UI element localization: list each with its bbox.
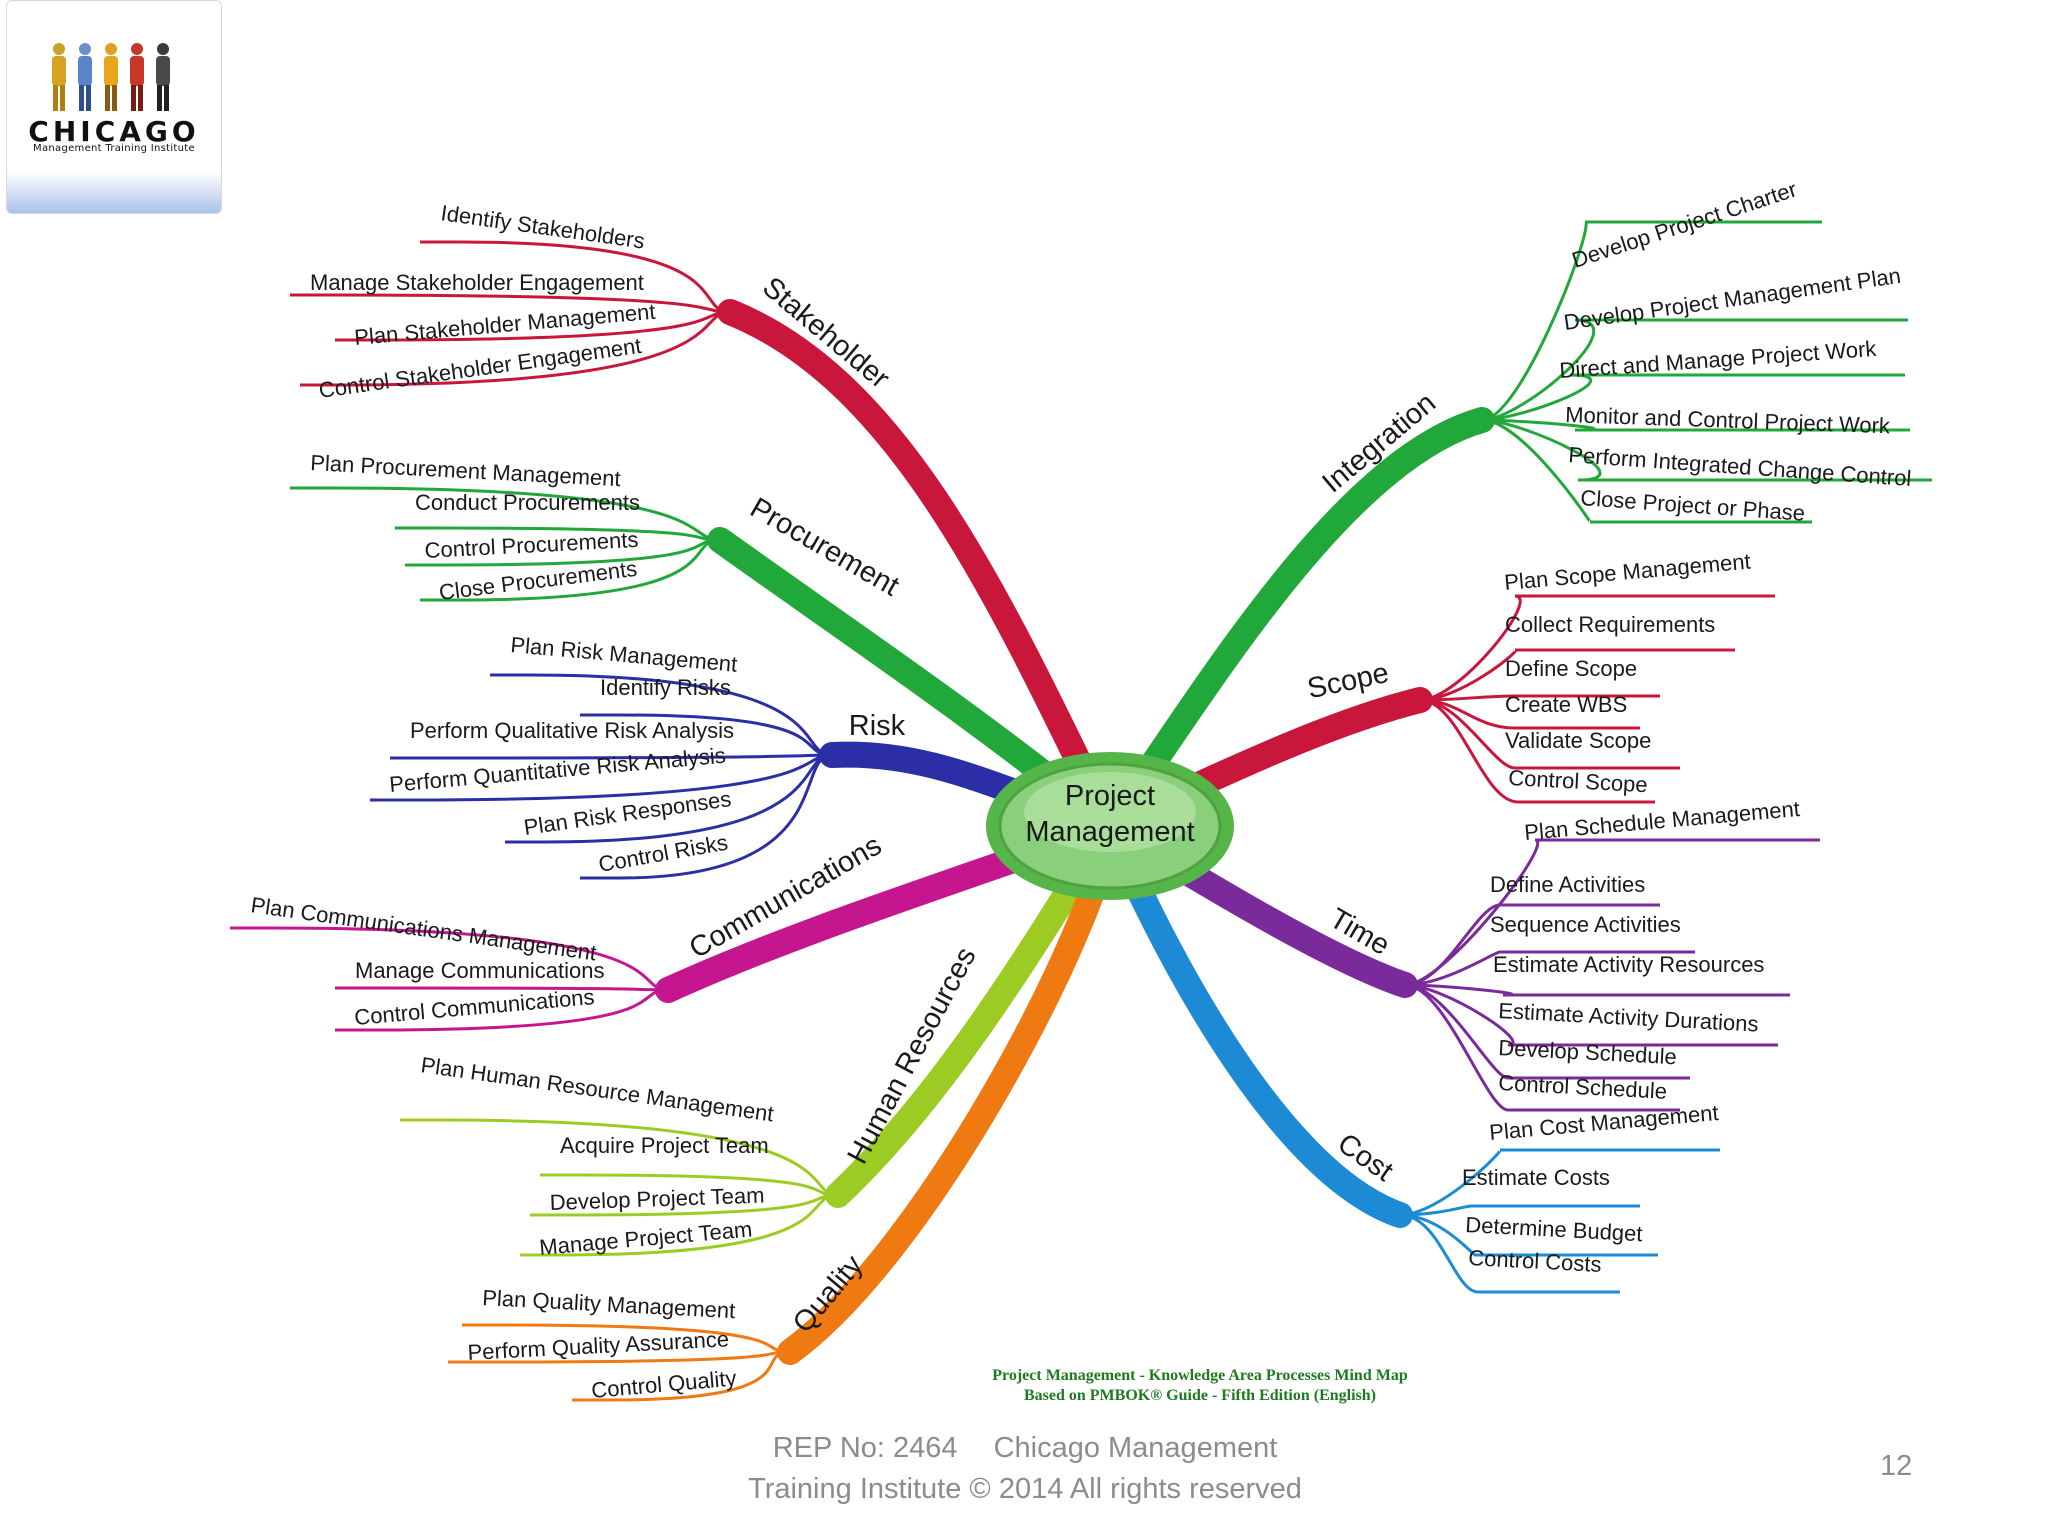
leaf-time-3: Estimate Activity Resources (1493, 952, 1764, 977)
center-node: Project Management (986, 752, 1234, 900)
chicago-logo: CHICAGO Management Training Institute (6, 0, 222, 214)
leaf-line-human_resources-1 (540, 1173, 839, 1197)
leaf-line-integration-0 (1481, 220, 1822, 422)
leaf-integration-4: Perform Integrated Change Control (1568, 442, 1913, 491)
leaf-risk-2: Perform Qualitative Risk Analysis (410, 718, 734, 743)
leaf-scope-2: Define Scope (1505, 656, 1637, 681)
footer-rep-number: REP No: 2464 (772, 1432, 958, 1464)
mind-map-caption: Project Management - Knowledge Area Proc… (992, 1367, 1408, 1404)
center-title-line1: Project (1065, 780, 1155, 812)
leaf-line-stakeholder-3 (300, 310, 731, 387)
leaf-human_resources-2: Develop Project Team (549, 1183, 765, 1215)
leaf-line-integration-2 (1481, 373, 1905, 422)
leaf-line-communications-2 (335, 988, 669, 1032)
leaf-scope-5: Control Scope (1508, 765, 1649, 797)
page-number: 12 (1880, 1450, 1913, 1482)
center-title-line2: Management (1025, 816, 1194, 848)
leaf-line-time-1 (1404, 903, 1660, 987)
leaf-line-quality-2 (572, 1350, 791, 1402)
caption-line1: Project Management - Knowledge Area Proc… (992, 1367, 1408, 1384)
leaf-line-scope-1 (1419, 648, 1735, 702)
leaf-line-cost-1 (1399, 1204, 1640, 1217)
leaf-cost-2: Determine Budget (1465, 1212, 1643, 1246)
leaf-line-quality-0 (462, 1323, 791, 1354)
branch-label-scope: Scope (1305, 657, 1392, 705)
leaf-quality-0: Plan Quality Management (482, 1285, 736, 1323)
leaf-line-risk-1 (580, 713, 833, 757)
leaf-human_resources-1: Acquire Project Team (560, 1133, 769, 1158)
leaf-time-2: Sequence Activities (1490, 912, 1681, 937)
leaf-line-risk-5 (580, 753, 833, 880)
leaf-line-procurement-0 (290, 486, 721, 542)
leaf-line-scope-5 (1419, 698, 1655, 804)
leaf-integration-1: Develop Project Management Plan (1562, 263, 1902, 335)
logo-subtitle: Management Training Institute (33, 143, 195, 154)
leaf-line-risk-0 (490, 673, 833, 757)
leaf-line-time-2 (1404, 950, 1695, 987)
leaf-stakeholder-1: Manage Stakeholder Engagement (310, 270, 644, 295)
leaf-human_resources-0: Plan Human Resource Management (419, 1052, 775, 1126)
leaf-time-4: Estimate Activity Durations (1498, 998, 1759, 1037)
leaf-line-cost-3 (1399, 1213, 1620, 1294)
leaf-scope-4: Validate Scope (1505, 728, 1651, 753)
leaf-line-risk-3 (370, 753, 833, 802)
leaf-integration-3: Monitor and Control Project Work (1565, 402, 1892, 438)
leaf-risk-1: Identify Risks (600, 675, 731, 700)
leaf-line-human_resources-0 (400, 1118, 839, 1197)
leaf-line-time-4 (1404, 983, 1778, 1047)
business-people-icon (52, 43, 170, 111)
leaf-communications-1: Manage Communications (355, 958, 604, 983)
leaf-procurement-2: Control Procurements (424, 527, 639, 563)
leaf-line-communications-0 (230, 926, 669, 992)
leaf-cost-0: Plan Cost Management (1488, 1100, 1719, 1145)
leaf-line-scope-0 (1419, 594, 1775, 702)
leaf-time-1: Define Activities (1490, 872, 1645, 897)
leaf-line-stakeholder-1 (290, 293, 731, 314)
leaf-procurement-0: Plan Procurement Management (310, 450, 622, 491)
leaf-procurement-1: Conduct Procurements (415, 490, 640, 515)
leaf-line-human_resources-3 (520, 1193, 839, 1257)
branch-stakeholder (717, 299, 1123, 839)
leaf-line-integration-3 (1481, 418, 1910, 432)
leaf-cost-3: Control Costs (1468, 1245, 1602, 1277)
leaf-line-time-3 (1404, 983, 1790, 997)
leaf-risk-3: Perform Quantitative Risk Analysis (388, 743, 726, 797)
leaf-integration-0: Develop Project Charter (1569, 176, 1800, 272)
leaf-scope-3: Create WBS (1505, 692, 1627, 717)
leaf-scope-0: Plan Scope Management (1503, 549, 1751, 595)
leaf-integration-5: Close Project or Phase (1580, 485, 1806, 526)
branch-label-risk: Risk (849, 710, 906, 742)
leaf-risk-0: Plan Risk Management (510, 632, 739, 677)
footer-text: REP No: 2464 Chicago Management Training … (700, 1428, 1350, 1510)
leaf-time-5: Develop Schedule (1498, 1035, 1678, 1069)
footer-org: Chicago Management (993, 1432, 1278, 1464)
leaf-line-communications-1 (335, 986, 669, 992)
caption-line2: Based on PMBOK® Guide - Fifth Edition (E… (1024, 1387, 1376, 1404)
leaf-time-6: Control Schedule (1498, 1070, 1668, 1104)
leaf-scope-1: Collect Requirements (1505, 612, 1715, 637)
leaf-line-time-6 (1404, 983, 1680, 1112)
leaf-line-integration-4 (1481, 418, 1932, 482)
footer-copyright: Training Institute © 2014 All rights res… (748, 1473, 1302, 1505)
leaf-line-quality-1 (448, 1350, 791, 1364)
leaf-line-stakeholder-0 (420, 240, 731, 314)
leaf-line-procurement-3 (420, 538, 721, 602)
leaf-cost-1: Estimate Costs (1462, 1165, 1610, 1190)
leaf-line-risk-2 (390, 753, 833, 760)
leaf-line-stakeholder-2 (335, 310, 731, 342)
leaf-line-procurement-2 (405, 538, 721, 567)
logo-wordmark: CHICAGO (28, 115, 200, 148)
leaf-line-procurement-1 (395, 526, 721, 542)
leaf-line-integration-1 (1481, 318, 1908, 422)
leaf-line-human_resources-2 (530, 1193, 839, 1217)
